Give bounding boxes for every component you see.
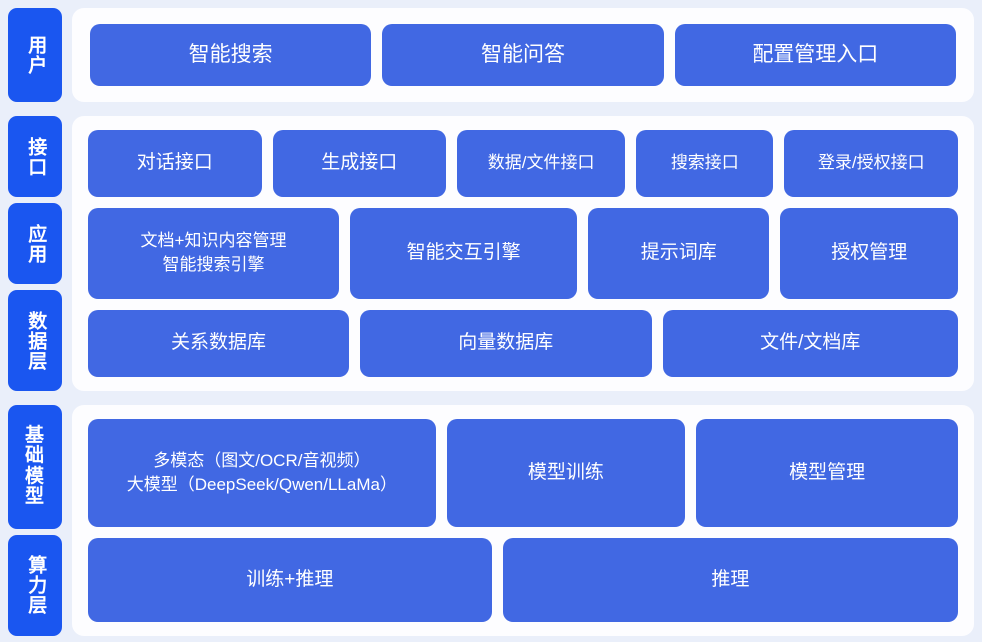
row-model-layer: 多模态（图文/OCR/音视频） 大模型（DeepSeek/Qwen/LLaMa）…	[88, 419, 958, 528]
band-infrastructure: 基础模型 算力层 多模态（图文/OCR/音视频） 大模型（DeepSeek/Qw…	[8, 405, 974, 636]
card-platform: 对话接口 生成接口 数据/文件接口 搜索接口 登录/授权接口 文档+知识内容管理…	[72, 116, 974, 391]
card-users: 智能搜索 智能问答 配置管理入口	[72, 8, 974, 102]
box-vector-database[interactable]: 向量数据库	[359, 310, 652, 377]
card-infrastructure: 多模态（图文/OCR/音视频） 大模型（DeepSeek/Qwen/LLaMa）…	[72, 405, 974, 636]
box-prompt-library[interactable]: 提示词库	[588, 207, 770, 300]
box-relational-database[interactable]: 关系数据库	[88, 310, 349, 377]
box-authorization-management[interactable]: 授权管理	[780, 207, 958, 300]
label-column-platform: 接口 应用 数据层	[8, 116, 62, 391]
box-login-auth-api[interactable]: 登录/授权接口	[784, 130, 958, 197]
label-column-infrastructure: 基础模型 算力层	[8, 405, 62, 636]
row-compute-layer: 训练+推理 推理	[88, 538, 958, 622]
row-user-entries: 智能搜索 智能问答 配置管理入口	[90, 24, 956, 86]
row-interface-layer: 对话接口 生成接口 数据/文件接口 搜索接口 登录/授权接口	[88, 130, 958, 197]
box-training-and-inference[interactable]: 训练+推理	[88, 538, 492, 622]
layer-label-foundation-model: 基础模型	[8, 405, 62, 529]
box-generation-api[interactable]: 生成接口	[272, 130, 447, 197]
box-dialog-api[interactable]: 对话接口	[88, 130, 262, 197]
box-file-document-store[interactable]: 文件/文档库	[662, 310, 958, 377]
band-platform: 接口 应用 数据层 对话接口 生成接口 数据/文件接口 搜索接口 登录/授权接口…	[8, 116, 974, 391]
layer-label-compute: 算力层	[8, 534, 62, 636]
box-multimodal-large-model[interactable]: 多模态（图文/OCR/音视频） 大模型（DeepSeek/Qwen/LLaMa）	[88, 419, 436, 528]
box-interaction-engine[interactable]: 智能交互引擎	[350, 207, 578, 300]
box-search-api[interactable]: 搜索接口	[636, 130, 774, 197]
layer-label-interface: 接口	[8, 116, 62, 197]
box-model-management[interactable]: 模型管理	[696, 419, 958, 528]
band-users: 用户 智能搜索 智能问答 配置管理入口	[8, 8, 974, 102]
box-intelligent-search[interactable]: 智能搜索	[90, 24, 372, 86]
label-column-users: 用户	[8, 8, 62, 102]
box-doc-knowledge-management[interactable]: 文档+知识内容管理 智能搜索引擎	[88, 207, 340, 300]
box-config-management-entry[interactable]: 配置管理入口	[674, 24, 956, 86]
row-application-layer: 文档+知识内容管理 智能搜索引擎 智能交互引擎 提示词库 授权管理	[88, 207, 958, 300]
box-model-training[interactable]: 模型训练	[446, 419, 686, 528]
box-intelligent-qa[interactable]: 智能问答	[382, 24, 664, 86]
box-inference[interactable]: 推理	[502, 538, 958, 622]
layer-label-data: 数据层	[8, 290, 62, 391]
box-data-file-api[interactable]: 数据/文件接口	[457, 130, 626, 197]
row-data-layer: 关系数据库 向量数据库 文件/文档库	[88, 310, 958, 377]
layer-label-users: 用户	[8, 8, 62, 102]
layer-label-application: 应用	[8, 203, 62, 284]
